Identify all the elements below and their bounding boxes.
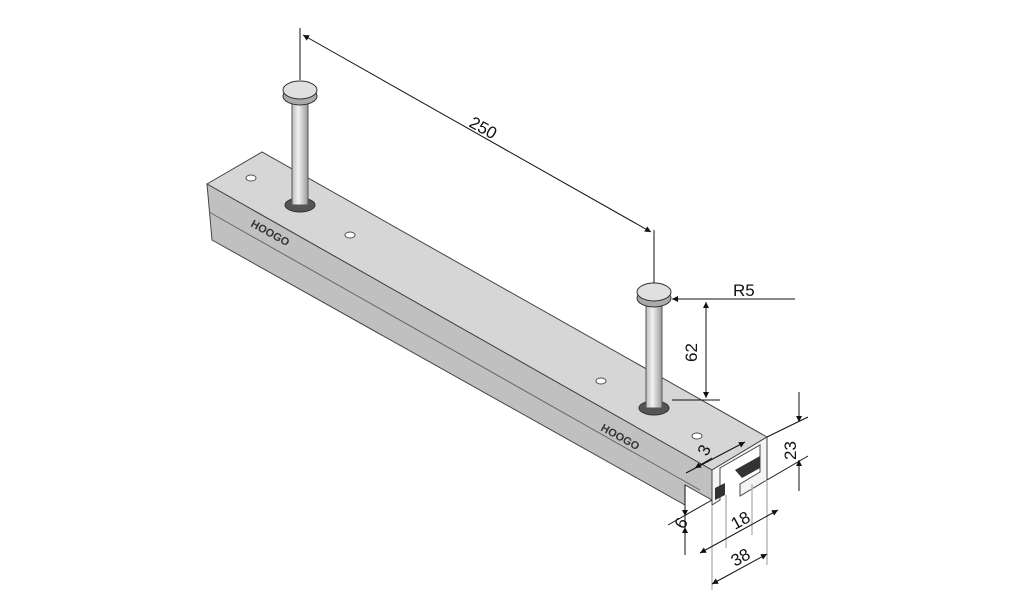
screw-hole [245, 174, 257, 182]
svg-text:R5: R5 [733, 281, 755, 300]
svg-text:38: 38 [728, 545, 754, 571]
dimension-profile-width: 38 [711, 545, 768, 585]
svg-text:250: 250 [466, 113, 500, 143]
dimension-pin-height: 62 [672, 302, 720, 401]
svg-text:62: 62 [682, 343, 701, 362]
rail-crease [208, 211, 701, 491]
screw-hole [344, 231, 356, 239]
rail-end-profile [711, 436, 768, 506]
rail-teeth [735, 456, 760, 478]
dimension-head-radius: R5 [672, 281, 795, 302]
screw-hole [595, 377, 607, 385]
pin-right [636, 282, 672, 416]
screw-hole [691, 432, 703, 440]
svg-text:23: 23 [781, 441, 800, 460]
rail-front-face [206, 183, 713, 506]
dimension-profile-height: 23 [766, 392, 809, 491]
rail-teeth-lower [715, 483, 725, 500]
svg-text:18: 18 [728, 508, 754, 534]
